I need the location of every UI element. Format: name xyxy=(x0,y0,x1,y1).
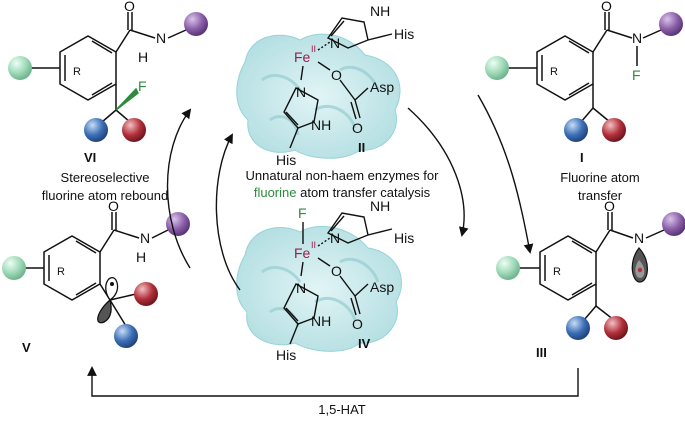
atom-Fe: Fe xyxy=(294,245,311,261)
fe-oxidation-state: II xyxy=(311,44,316,54)
blue-substituent xyxy=(564,118,588,142)
green-substituent xyxy=(496,256,520,280)
compound-label-I: I xyxy=(580,150,584,165)
center-caption-line2: fluorine atom transfer catalysis xyxy=(222,185,462,200)
atom-O: O xyxy=(124,0,135,14)
atom-O: O xyxy=(331,67,342,83)
center-caption-rest: atom transfer catalysis xyxy=(296,185,431,200)
atom-NH: NH xyxy=(311,117,331,133)
arrow-1-5-HAT xyxy=(87,366,579,397)
complex-label-IV: IV xyxy=(358,336,371,351)
enzyme-top xyxy=(236,33,401,159)
compound-I xyxy=(507,12,662,123)
fe-oxidation-state: II xyxy=(311,240,316,250)
hat-label: 1,5-HAT xyxy=(318,402,366,417)
atom-NH: NH xyxy=(311,313,331,329)
atom-N: N xyxy=(296,84,306,100)
blue-substituent xyxy=(566,316,590,340)
atom-O: O xyxy=(352,120,363,136)
atom-NH: NH xyxy=(370,198,390,214)
green-substituent xyxy=(485,56,509,80)
arrow-enzyme-top-to-III xyxy=(407,107,469,237)
atom-N: N xyxy=(140,230,150,246)
atom-H: H xyxy=(136,249,146,265)
blue-substituent xyxy=(114,324,138,348)
enzyme-bottom xyxy=(236,225,402,352)
label-Asp: Asp xyxy=(370,279,394,295)
atom-Fe: Fe xyxy=(294,49,311,65)
atom-R: R xyxy=(550,66,558,78)
compound-label-V: V xyxy=(22,340,31,355)
atom-O: O xyxy=(604,198,615,214)
complex-label-II: II xyxy=(358,140,366,155)
nitrogen-radical-orbital xyxy=(631,247,648,283)
atom-R: R xyxy=(553,266,561,278)
atom-N: N xyxy=(330,230,340,246)
blue-substituent xyxy=(84,118,108,142)
purple-substituent xyxy=(166,212,190,236)
label-His: His xyxy=(276,347,296,363)
purple-substituent xyxy=(184,12,208,36)
fe-complex-top-bonds xyxy=(283,17,393,149)
atom-N: N xyxy=(330,35,340,51)
atom-O: O xyxy=(601,0,612,14)
atom-N: N xyxy=(156,30,166,46)
atom-F: F xyxy=(632,67,641,83)
atom-O: O xyxy=(108,198,119,214)
arrow-enzyme-bottom-to-VI xyxy=(215,133,241,291)
center-caption-line1: Unnatural non-haem enzymes for xyxy=(245,168,439,183)
red-substituent xyxy=(134,282,158,306)
red-substituent xyxy=(122,118,146,142)
compound-label-III: III xyxy=(536,345,547,360)
atom-NH: NH xyxy=(370,3,390,19)
atom-F: F xyxy=(298,205,307,221)
red-substituent xyxy=(604,316,628,340)
label-His: His xyxy=(276,152,296,168)
label-His: His xyxy=(394,230,414,246)
compound-VI xyxy=(30,12,187,123)
label-His: His xyxy=(394,26,414,42)
caption-rebound-line1: Stereoselective xyxy=(60,170,150,185)
red-substituent xyxy=(602,118,626,142)
fe-complex-bottom-bonds xyxy=(283,212,393,345)
caption-transfer-line2: transfer xyxy=(577,188,623,203)
atom-R: R xyxy=(57,266,65,278)
atom-R: R xyxy=(73,66,81,78)
atom-O: O xyxy=(352,316,363,332)
radical-p-orbital xyxy=(97,277,119,324)
arrow-VI-to-enzyme xyxy=(166,108,192,269)
label-Asp: Asp xyxy=(370,79,394,95)
caption-transfer-line1: Fluorine atom xyxy=(560,170,640,185)
green-substituent xyxy=(2,256,26,280)
atom-H: H xyxy=(138,49,148,65)
fluorine-word: fluorine xyxy=(253,185,297,200)
atom-N: N xyxy=(296,280,306,296)
purple-substituent xyxy=(662,212,685,236)
atom-N: N xyxy=(632,30,642,46)
compound-label-VI: VI xyxy=(84,150,97,165)
atom-O: O xyxy=(331,263,342,279)
atom-N: N xyxy=(634,230,644,246)
green-substituent xyxy=(8,56,32,80)
caption-rebound-line2: fluorine atom rebound xyxy=(41,188,169,203)
atom-F: F xyxy=(138,78,147,94)
purple-substituent xyxy=(659,12,683,36)
arrow-I-to-III xyxy=(477,94,534,254)
